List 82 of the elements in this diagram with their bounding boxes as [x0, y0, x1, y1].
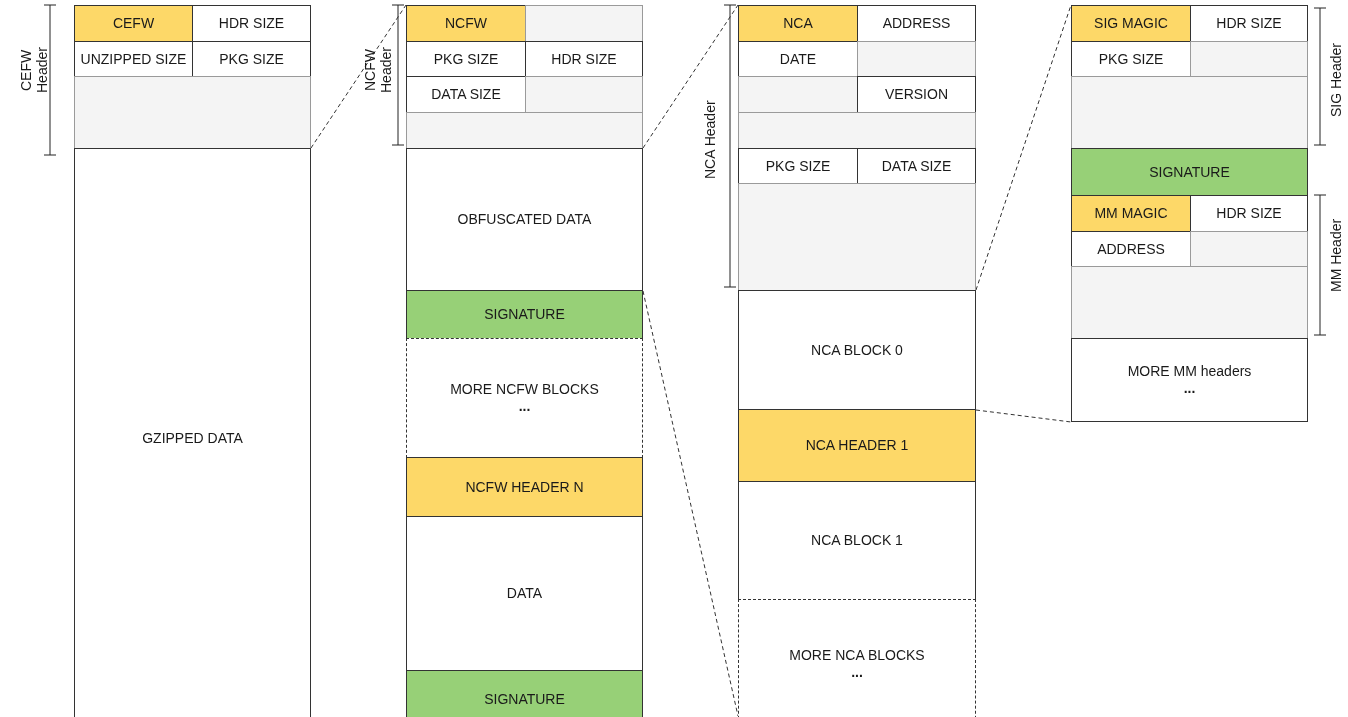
blank-field	[738, 112, 976, 149]
field-label: DATE	[779, 50, 817, 68]
field-label: OBFUSCATED DATA	[457, 211, 592, 228]
dashed-block	[738, 599, 976, 717]
zoom-line	[642, 4, 739, 149]
field-cell	[525, 41, 643, 77]
zoom-line	[975, 409, 1072, 423]
field-label: NCA BLOCK 1	[811, 532, 903, 549]
field-cell	[857, 148, 976, 184]
blank-field	[74, 76, 311, 149]
magic-field-cell	[738, 5, 858, 42]
field-label: NCA HEADER 1	[805, 437, 909, 454]
field-cell	[406, 148, 643, 291]
field-cell	[857, 5, 976, 42]
magic-field-cell	[406, 457, 643, 517]
magic-field-cell	[406, 5, 526, 42]
magic-field-cell	[738, 409, 976, 482]
field-cell	[406, 516, 643, 671]
blank-field	[525, 5, 643, 42]
field-cell	[738, 148, 858, 184]
field-label: NCA BLOCK 0	[811, 341, 903, 359]
field-cell	[857, 76, 976, 113]
field-label: NCFW HEADER N	[465, 478, 584, 496]
field-cell	[738, 290, 976, 410]
field-label: MORE NCA BLOCKS	[789, 647, 925, 664]
signature-block	[406, 290, 643, 339]
field-label: PKG SIZE	[219, 50, 284, 68]
blank-field	[525, 76, 643, 113]
magic-field-cell	[1071, 195, 1191, 232]
blank-field	[738, 183, 976, 291]
field-label: NCA	[783, 15, 813, 32]
field-label: CEFW	[112, 15, 155, 32]
magic-field-cell	[74, 5, 193, 42]
blank-field	[1071, 76, 1308, 149]
field-label: GZIPPED DATA	[142, 429, 243, 447]
field-label: PKG SIZE	[1098, 50, 1164, 68]
dashed-block	[406, 338, 643, 458]
field-label: UNZIPPED SIZE	[80, 50, 187, 68]
blank-field	[857, 41, 976, 77]
field-label: MORE MM headers	[1127, 363, 1252, 380]
field-label: SIG MAGIC	[1094, 15, 1168, 32]
field-label: HDR SIZE	[1216, 15, 1282, 32]
field-label: NCFW	[445, 15, 487, 32]
field-label: DATA SIZE	[881, 157, 952, 175]
ellipsis-text: ...	[1183, 380, 1196, 397]
field-label: SIGNATURE	[484, 690, 565, 708]
field-label: VERSION	[885, 86, 948, 103]
field-label: DATA SIZE	[431, 86, 501, 103]
field-cell	[1190, 5, 1308, 42]
blank-field	[1071, 266, 1308, 339]
header-span-label: SIG Header	[1328, 42, 1345, 119]
blank-field	[738, 76, 858, 113]
signature-block	[406, 670, 643, 717]
field-label: HDR SIZE	[1216, 205, 1282, 222]
field-label: PKG SIZE	[765, 157, 831, 175]
header-span-label: CEFW Header	[18, 46, 51, 95]
field-label: SIGNATURE	[484, 306, 565, 323]
field-label: PKG SIZE	[433, 50, 499, 68]
blank-field	[406, 112, 643, 149]
field-cell	[1071, 338, 1308, 422]
header-span-label: NCA Header	[702, 99, 719, 182]
field-label: MORE NCFW BLOCKS	[450, 381, 599, 398]
field-cell	[738, 481, 976, 600]
field-label: SIGNATURE	[1149, 163, 1230, 181]
field-label: ADDRESS	[1097, 240, 1165, 258]
field-label: HDR SIZE	[551, 50, 617, 68]
ellipsis-text: ...	[851, 664, 863, 681]
signature-block	[1071, 148, 1308, 196]
header-span-label: MM Header	[1328, 217, 1345, 294]
zoom-line	[310, 4, 407, 149]
field-label: HDR SIZE	[218, 15, 285, 32]
blank-field	[1190, 231, 1308, 267]
field-label: MM MAGIC	[1094, 205, 1168, 222]
zoom-line	[975, 4, 1072, 291]
field-cell	[192, 5, 311, 42]
field-label: ADDRESS	[882, 15, 951, 32]
field-label: DATA	[506, 585, 543, 602]
field-cell	[74, 148, 311, 717]
blank-field	[1190, 41, 1308, 77]
ellipsis-text: ...	[518, 398, 531, 415]
magic-field-cell	[1071, 5, 1191, 42]
header-span-label: NCFW Header	[362, 46, 395, 95]
